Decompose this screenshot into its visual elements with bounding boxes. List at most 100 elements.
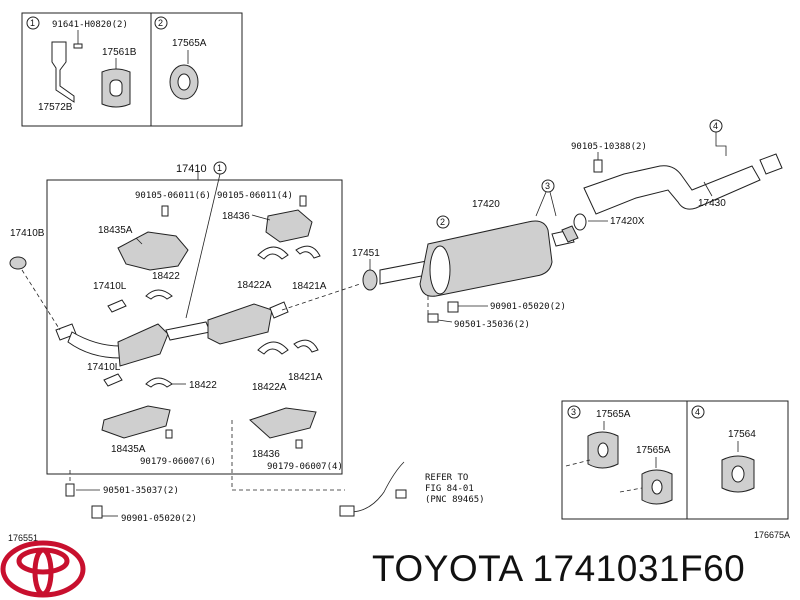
svg-text:1: 1 [217, 163, 222, 173]
bolt-icon [299, 195, 307, 207]
hanger-a-label: 17565A [596, 409, 631, 420]
bracket-b-label: 18422 [189, 380, 217, 391]
heat-insulator-18436-lower [249, 407, 317, 439]
bracket-18422-lower [145, 377, 173, 388]
muffler-end [429, 245, 451, 295]
inset-frame [561, 400, 789, 520]
inset-bottom-right: 3 4 17565A 17565A 17564 [561, 400, 789, 520]
insulator-ur-label: 18436 [222, 211, 250, 222]
clamp-18422a-lower [257, 341, 289, 355]
converter-rear [207, 303, 273, 345]
refer-line-1: REFER TO [425, 473, 468, 483]
muffler-body [419, 220, 553, 297]
stay-17410l-upper [107, 299, 127, 313]
heat-insulator-18436-upper [265, 209, 313, 243]
hanger-b-label: 17565A [636, 445, 671, 456]
hanger2-label: 17565A [172, 38, 207, 49]
tail-pipe-tip [759, 153, 783, 175]
gasket-17451 [362, 269, 378, 291]
bolt-label: 91641-H0820(2) [52, 20, 128, 30]
bolt-icon [73, 43, 83, 49]
gasket-mid-label: 17451 [352, 248, 380, 259]
part-number-title: TOYOTA 1741031F60 [372, 548, 746, 589]
gasket-17410b [9, 256, 27, 270]
inset-top-left: 1 2 91641-H0820(2) 17572B 17561B 17565A [21, 12, 243, 127]
spring-icon [427, 313, 439, 323]
converter-front [117, 323, 169, 367]
clamp-18421a-lower [293, 339, 319, 353]
ref-circle-2-label: 2 [158, 18, 163, 28]
main-frame [46, 179, 343, 475]
svg-text:3: 3 [545, 181, 550, 191]
heat-insulator-18435a-lower [101, 405, 171, 439]
ref-circle-2-main [436, 215, 450, 229]
oxygen-sensor [339, 505, 355, 517]
bolt-icon [295, 439, 303, 449]
svg-text:3: 3 [571, 407, 576, 417]
tail-pipe-stay [715, 132, 727, 156]
center-pipe-label: 17420 [472, 199, 500, 210]
muffler-hanger [561, 225, 579, 243]
sensor-connector [395, 489, 407, 499]
gasket-right-label: 17420X [610, 216, 645, 227]
heat-insulator-18435a-upper [117, 231, 189, 271]
bolt-center-label: 90901-05020(2) [490, 302, 566, 312]
tail-pipe-17430 [583, 165, 761, 215]
svg-text:2: 2 [440, 217, 445, 227]
ref-circle-3-inset [567, 405, 581, 419]
spring-center-label: 90501-35036(2) [454, 320, 530, 330]
front-pipe [67, 331, 121, 359]
refer-line-3: (PNC 89465) [425, 495, 485, 505]
ref-circle-2 [154, 16, 168, 30]
ref-circle-4-inset [691, 405, 705, 419]
tail-pipe-label: 17430 [698, 198, 726, 209]
hanger-c-label: 17564 [728, 429, 756, 440]
main-group: 17410 1 90105-06011(6) 90105-06011(4) 18… [46, 161, 343, 475]
bolt-right-label: 90105-06011(4) [217, 191, 293, 201]
label-17410l-top: 17410L [93, 281, 127, 292]
bracket-label: 17572B [38, 102, 73, 113]
bolt-icon [91, 505, 103, 519]
bracket-a-label: 18422 [152, 271, 180, 282]
code-right: 176675A [754, 530, 790, 540]
inset-frame [21, 12, 243, 127]
oxygen-sensor-wire [349, 461, 405, 513]
bolt-icon [161, 205, 169, 217]
clamp-a-label: 18422A [237, 280, 272, 291]
gasket-left-label: 17410B [10, 228, 45, 239]
svg-text:4: 4 [695, 407, 700, 417]
bolt-lr-label: 90179-06007(4) [267, 462, 343, 472]
bolt-icon [165, 429, 173, 439]
gasket-17420x [573, 213, 587, 231]
clamp-b-label: 18421A [292, 281, 327, 292]
insulator-ll-label: 18435A [111, 444, 146, 455]
svg-text:4: 4 [713, 121, 718, 131]
hanger-label: 17561B [102, 47, 137, 58]
bolt-left-label: 90105-06011(6) [135, 191, 211, 201]
toyota-logo [0, 540, 86, 598]
refer-line-2: FIG 84-01 [425, 484, 474, 494]
stay-17410l-lower [103, 373, 123, 387]
ref-circle-3 [541, 179, 555, 193]
clamp-d-label: 18421A [288, 372, 323, 383]
clamp-c-label: 18422A [252, 382, 287, 393]
bolt-icon [447, 301, 459, 313]
bracket-18422-upper [145, 289, 173, 300]
bolt-ll-label: 90179-06007(6) [140, 457, 216, 467]
clamp-18421a-upper [295, 245, 321, 259]
ref-circle-1-label: 1 [30, 18, 35, 28]
rear-flange [269, 301, 289, 319]
label-17410l-bot: 17410L [87, 362, 121, 373]
bolt-low-label: 90901-05020(2) [121, 514, 197, 524]
insulator-lr-label: 18436 [252, 449, 280, 460]
spring-low-label: 90501-35037(2) [103, 486, 179, 496]
ref-circle-1 [26, 16, 40, 30]
clamp-18422a-upper [257, 246, 289, 260]
insulator-ul-label: 18435A [98, 225, 133, 236]
spring-icon [65, 483, 75, 497]
mid-pipe [165, 321, 211, 341]
group-number: 17410 [176, 163, 207, 175]
bolt-top-label: 90105-10388(2) [571, 142, 647, 152]
bracket-17572b [51, 41, 75, 103]
